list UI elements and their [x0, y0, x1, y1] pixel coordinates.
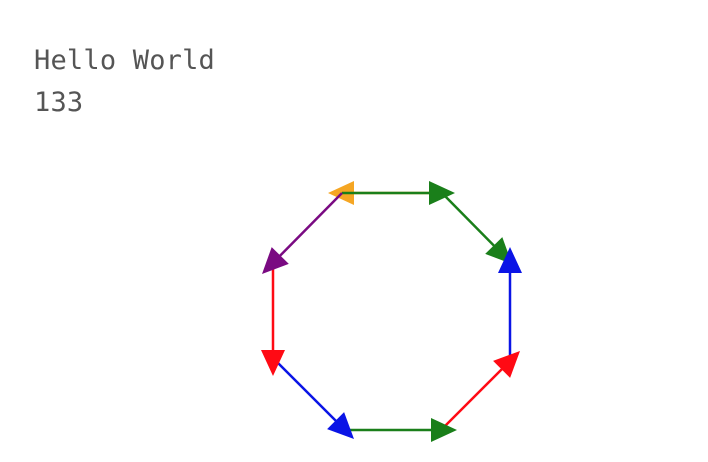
arrow-green-3: [342, 418, 457, 442]
arrow-red-1: [444, 351, 520, 427]
arrow-green-3-head: [431, 418, 457, 442]
arrow-purple: [262, 192, 343, 274]
arrow-red-2-head: [261, 350, 285, 376]
arrow-green-2-shaft: [441, 192, 497, 248]
arrow-red-1-shaft: [444, 367, 504, 427]
arrow-green-2-head: [485, 237, 512, 264]
arrow-blue-2-head: [327, 412, 354, 439]
arrow-blue-2-shaft: [270, 355, 338, 423]
arrow-blue-2: [270, 355, 354, 439]
arrow-orange: [328, 181, 440, 205]
arrow-purple-shaft: [277, 192, 343, 258]
arrow-blue-1-head: [498, 247, 522, 273]
arrow-blue-1: [498, 247, 522, 356]
arrow-green-1-head: [429, 181, 455, 205]
arrow-green-2: [441, 192, 512, 264]
number-text: 133: [34, 87, 84, 118]
hello-world-text: Hello World: [34, 45, 216, 76]
text-output: Hello World 133: [34, 40, 215, 124]
arrow-red-1-head: [493, 351, 520, 378]
arrow-red-2: [261, 262, 285, 376]
arrow-purple-head: [262, 247, 289, 274]
arrow-green-1: [342, 181, 455, 205]
arrow-orange-head: [328, 181, 354, 205]
